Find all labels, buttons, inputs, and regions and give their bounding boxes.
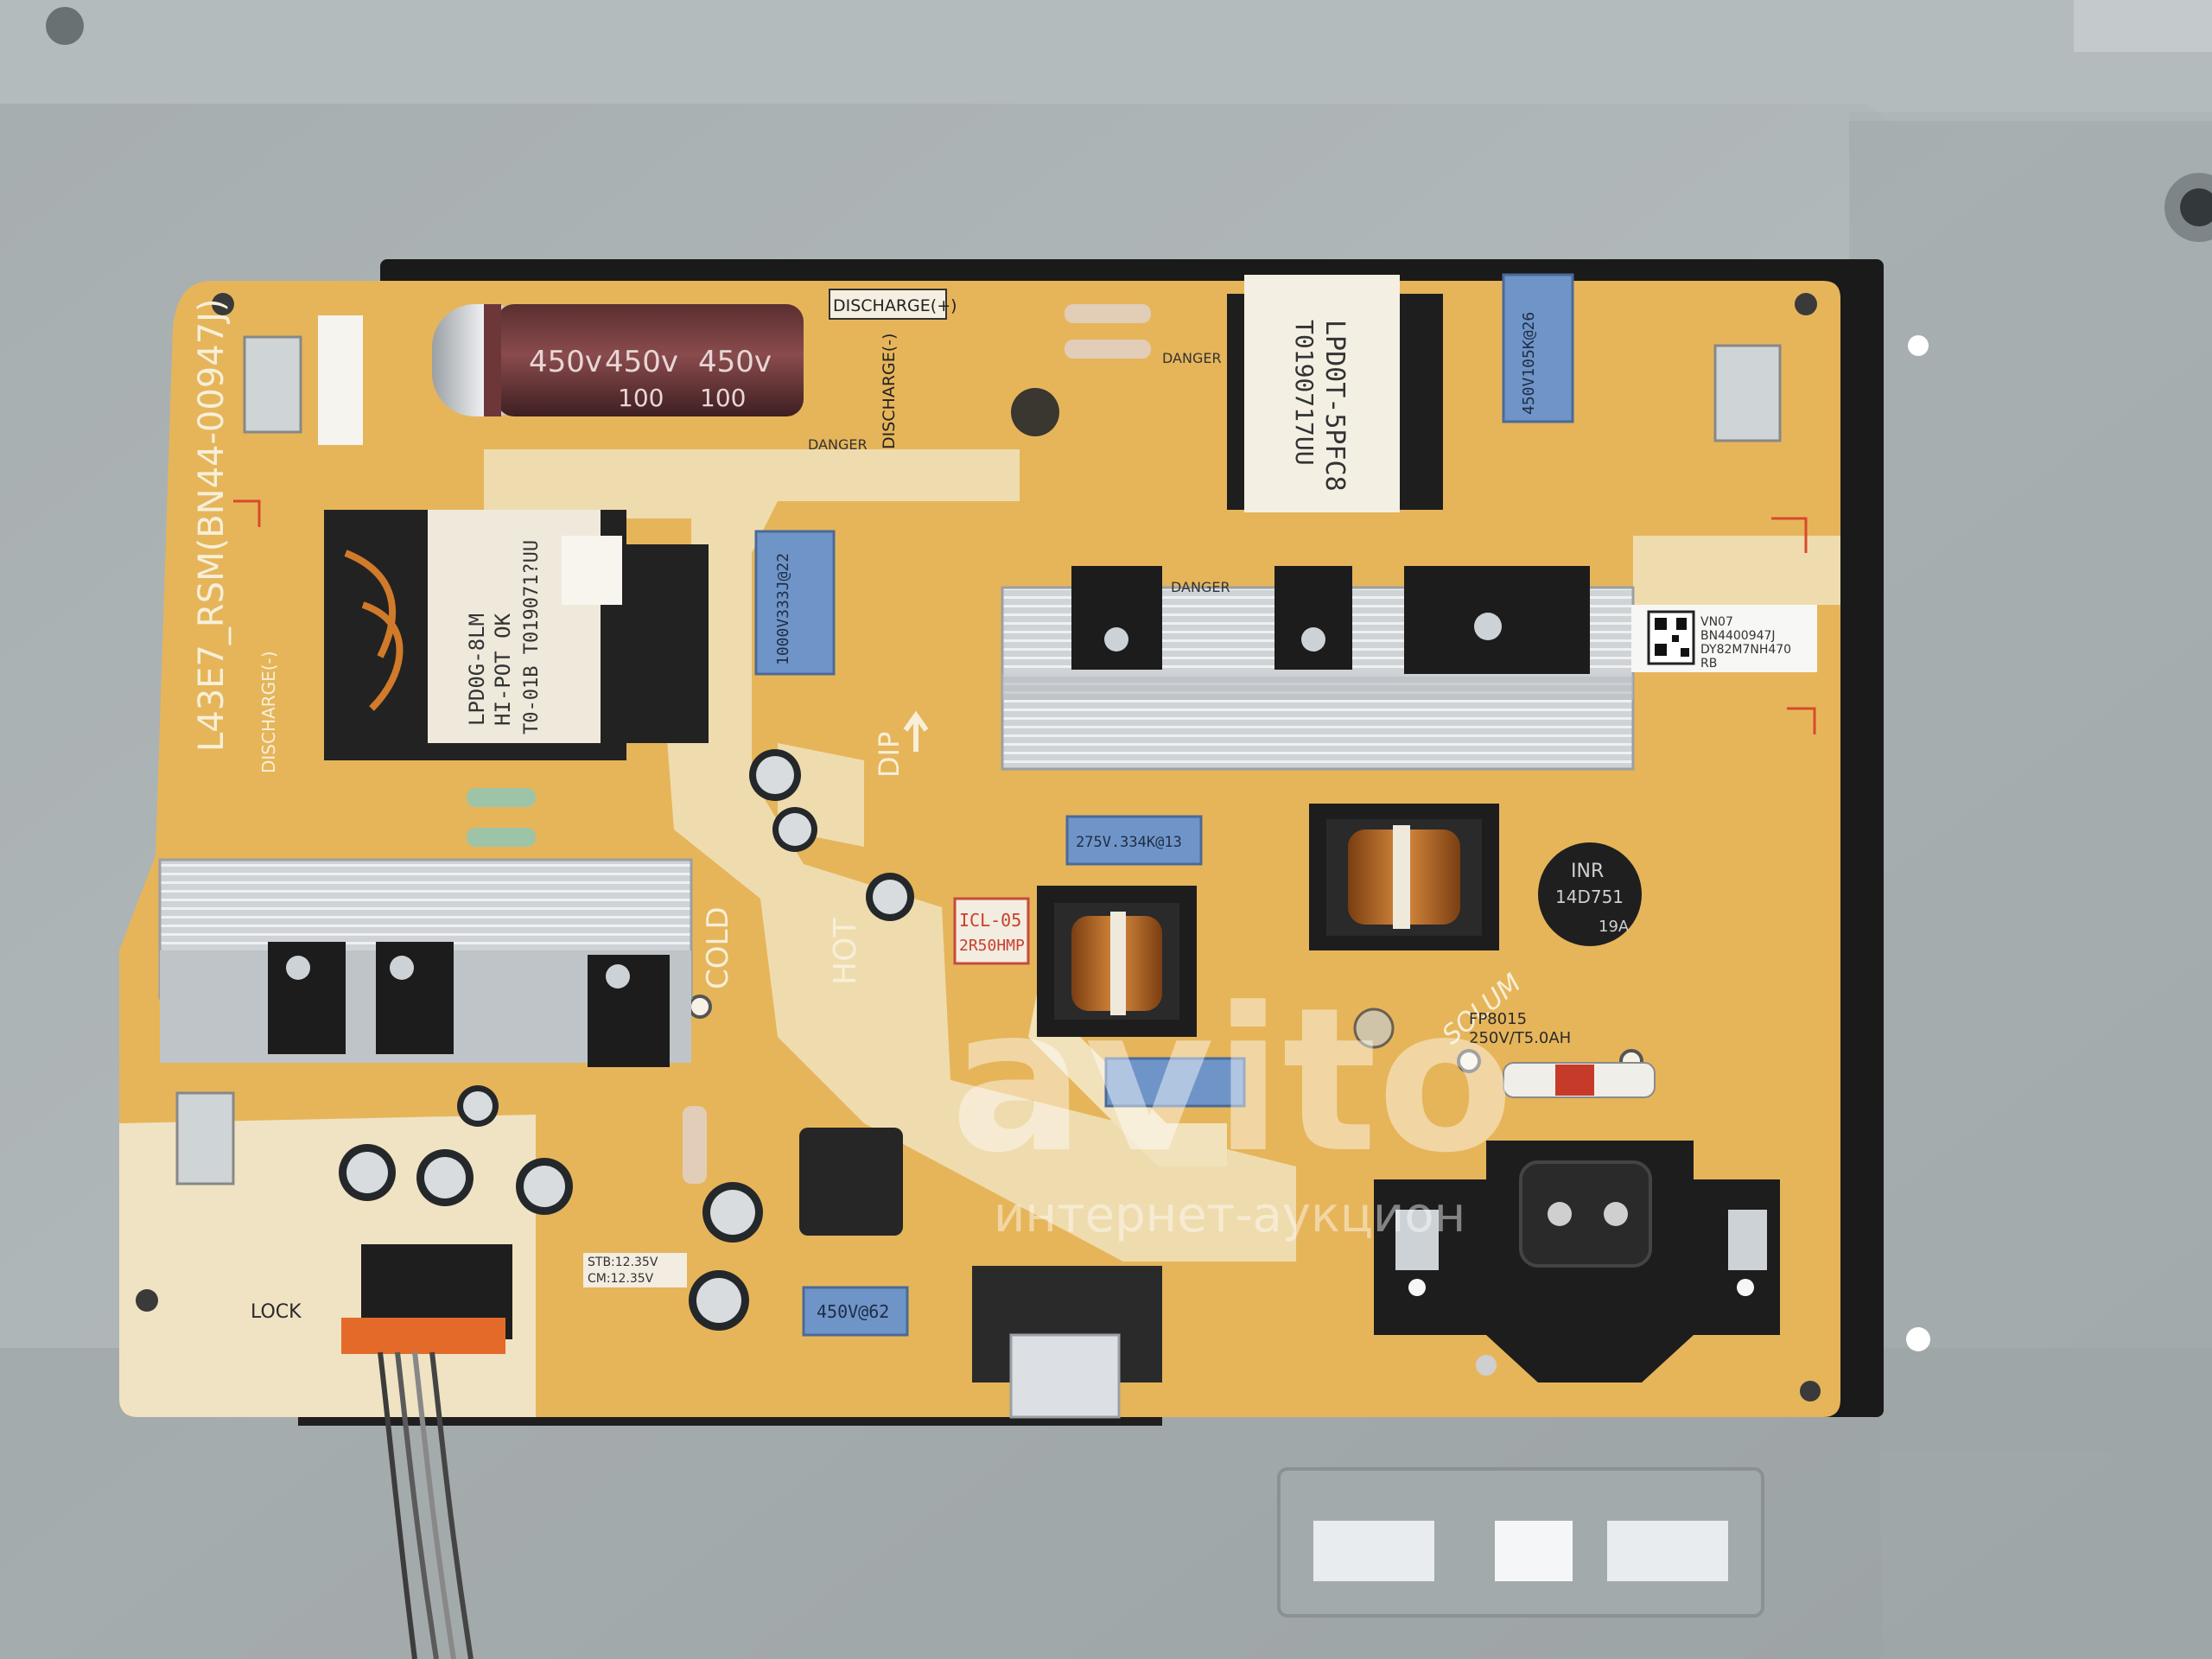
mount-clip-bottom-left <box>175 1091 235 1185</box>
qr-line-4: RB <box>1700 657 1717 671</box>
thermistor: INR 14D751 19A <box>1538 842 1642 946</box>
qr-line-3: DY82M7NH470 <box>1700 643 1791 657</box>
left-transformer-line-2: HI-POT OK <box>491 613 515 726</box>
thermistor-line-2: 14D751 <box>1555 887 1624 907</box>
discharge-left-label: DISCHARGE(-) <box>258 651 279 773</box>
fuse: FP8015 250V/T5.0AH <box>1469 1010 1656 1098</box>
cap-voltage-3: 450v <box>698 345 772 379</box>
film-cap-lower <box>1104 1057 1246 1108</box>
cap-voltage-1: 450v <box>529 345 602 379</box>
heatsink-upper <box>1001 566 1635 771</box>
choke-right <box>1309 804 1499 950</box>
film-cap-bottom-text: 450V@62 <box>817 1301 889 1322</box>
film-cap-mid-text: 275V.334K@13 <box>1076 834 1182 851</box>
mount-clip-top-left <box>243 335 302 434</box>
cm-voltage-label: CM:12.35V <box>588 1272 654 1286</box>
small-electrolytics <box>339 388 1395 1331</box>
fuse-rating-label: 250V/T5.0AH <box>1469 1029 1571 1047</box>
watermark: avito интернет-аукцион <box>950 966 1514 1243</box>
qr-line-2: BN4400947J <box>1700 629 1776 643</box>
voltage-label-box <box>583 1253 687 1287</box>
stb-voltage-label: STB:12.35V <box>588 1255 658 1269</box>
film-cap-mid: 275V.334K@13 <box>1065 815 1203 866</box>
mount-clip-top-right <box>1713 344 1782 442</box>
left-transformer: LPD0G-8LM HI-POT OK T0-01B T019071?UU <box>324 510 709 760</box>
danger-label-3: DANGER <box>808 436 868 453</box>
cap-voltage-2: 450v <box>605 345 678 379</box>
right-transformer: LPD0T-5PFC8 T0190717UU <box>1227 275 1443 512</box>
right-transformer-line-1: LPD0T-5PFC8 <box>1319 320 1350 492</box>
board-model-label: L43E7_RSM(BN44-00947J) <box>192 298 232 752</box>
thermistor-line-1: INR <box>1571 861 1604 882</box>
left-transformer-line-1: LPD0G-8LM <box>465 613 489 726</box>
discharge-pos-label: DISCHARGE(+) <box>833 296 957 315</box>
cap-capacitance-2: 100 <box>700 384 746 412</box>
film-cap-top-right: 450V105K@26 <box>1502 273 1574 423</box>
ac-inlet <box>1374 1141 1780 1382</box>
thermistor-line-3: 19A <box>1599 918 1630 936</box>
danger-label-1: DANGER <box>1162 350 1222 366</box>
qr-sticker: VN07 BN4400947J DY82M7NH470 RB <box>1631 605 1817 672</box>
resistors <box>467 304 1151 1184</box>
discharge-neg-label: DISCHARGE(-) <box>880 334 899 449</box>
danger-label-2: DANGER <box>1171 579 1230 595</box>
film-cap-big-text: 1000V333J@22 <box>774 553 792 665</box>
main-electrolytic-capacitor: 450v 450v 450v 100 100 <box>432 304 804 416</box>
qr-line-1: VN07 <box>1700 615 1733 629</box>
inductor-block <box>799 1128 903 1236</box>
hot-label: HOT <box>828 918 863 985</box>
film-cap-top-right-text: 450V105K@26 <box>1520 312 1538 415</box>
connector-wire-harness <box>341 1244 512 1659</box>
serial-sticker <box>318 315 363 445</box>
left-transformer-line-3: T0-01B T019071?UU <box>521 540 543 734</box>
cap-capacitance-1: 100 <box>618 384 664 412</box>
connector-led <box>972 1266 1162 1419</box>
film-cap-bottom: 450V@62 <box>802 1286 909 1337</box>
heatsink-lower <box>158 858 693 1067</box>
icl-component: ICL-05 2R50HMP <box>953 897 1030 965</box>
watermark-caption: интернет-аукцион <box>994 1187 1465 1243</box>
lock-label: LOCK <box>251 1301 302 1323</box>
cold-label: COLD <box>701 906 735 989</box>
watermark-logo: avito <box>950 966 1514 1197</box>
dip-label: DIP <box>873 732 906 778</box>
icl-line-2: 2R50HMP <box>959 937 1025 955</box>
right-transformer-line-2: T0190717UU <box>1290 320 1319 466</box>
film-cap-big: 1000V333J@22 <box>754 530 836 676</box>
fuse-ref-label: FP8015 <box>1469 1010 1527 1028</box>
icl-line-1: ICL-05 <box>959 910 1021 931</box>
choke-left <box>1037 886 1197 1037</box>
